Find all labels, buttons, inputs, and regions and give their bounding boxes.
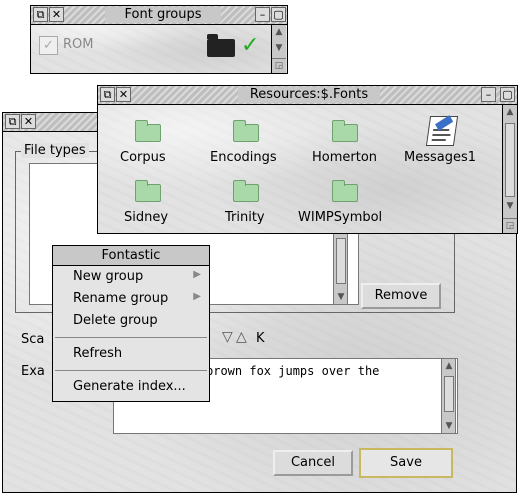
close-icon[interactable]: ✕ — [21, 114, 36, 129]
scroll-down-icon[interactable]: ▼ — [275, 43, 283, 53]
rom-label: ROM — [63, 37, 94, 52]
menu-separator — [55, 370, 207, 371]
scroll-thumb[interactable] — [336, 238, 346, 284]
folder-icon[interactable] — [332, 120, 358, 142]
resources-scrollbar[interactable]: ▲ ▼ ◲ — [502, 105, 517, 233]
check-mark-icon: ✓ — [241, 33, 260, 58]
menu-title: Fontastic — [53, 246, 209, 266]
example-text: brown fox jumps over the — [206, 364, 380, 378]
folder-label-sidney[interactable]: Sidney — [124, 210, 169, 225]
scroll-up-icon[interactable]: ▲ — [506, 107, 514, 117]
scroll-down-icon[interactable]: ▼ — [506, 201, 514, 211]
font-groups-scrollbar[interactable]: ▲ ▼ ◲ — [271, 25, 286, 73]
menu-item-new-group[interactable]: New group ▶ — [73, 269, 205, 284]
back-icon[interactable]: ⧉ — [5, 114, 20, 129]
fontastic-menu: Fontastic New group ▶ Rename group ▶ Del… — [52, 245, 210, 402]
back-icon[interactable]: ⧉ — [100, 87, 115, 102]
menu-item-refresh[interactable]: Refresh — [73, 346, 123, 361]
submenu-arrow-icon: ▶ — [193, 291, 201, 302]
toggle-size-icon[interactable]: ▢ — [271, 7, 286, 22]
font-groups-titlebar[interactable]: ⧉ ✕ Font groups – ▢ — [31, 6, 287, 25]
folder-icon[interactable] — [233, 120, 259, 142]
font-groups-window: ⧉ ✕ Font groups – ▢ ✓ ROM ✓ ▲ ▼ ◲ — [30, 5, 288, 74]
folder-icon[interactable] — [233, 180, 259, 202]
resize-icon[interactable]: ◲ — [272, 58, 286, 73]
file-label-messages1[interactable]: Messages1 — [404, 150, 477, 165]
resources-titlebar[interactable]: ⧉ ✕ Resources:$.Fonts – ▢ — [98, 86, 517, 105]
menu-item-label: Rename group — [73, 291, 169, 306]
cancel-button[interactable]: Cancel — [273, 450, 353, 476]
folder-label-encodings[interactable]: Encodings — [210, 150, 277, 165]
scale-label: Sca — [21, 332, 45, 347]
folder-icon[interactable] — [332, 180, 358, 202]
folder-label-trinity[interactable]: Trinity — [225, 210, 265, 225]
close-icon[interactable]: ✕ — [116, 87, 131, 102]
submenu-arrow-icon: ▶ — [193, 269, 201, 280]
folder-icon[interactable] — [135, 180, 161, 202]
font-folder-icon[interactable] — [207, 34, 235, 57]
scale-unit-label: K — [256, 331, 265, 346]
menu-item-rename-group[interactable]: Rename group ▶ — [73, 291, 205, 306]
menu-item-delete-group[interactable]: Delete group — [73, 313, 158, 328]
file-types-scrollbar[interactable]: ▼ — [333, 233, 348, 305]
example-scrollbar[interactable]: ▲ ▼ — [441, 358, 456, 434]
scroll-thumb[interactable] — [444, 376, 454, 412]
scroll-down-icon[interactable]: ▼ — [337, 292, 345, 302]
messages-file-icon[interactable] — [425, 115, 459, 146]
rom-checkbox[interactable]: ✓ — [39, 36, 58, 55]
iconise-icon[interactable]: – — [255, 7, 270, 22]
folder-icon[interactable] — [135, 120, 161, 142]
iconise-icon[interactable]: – — [481, 87, 496, 102]
folder-label-homerton[interactable]: Homerton — [312, 150, 378, 165]
remove-button[interactable]: Remove — [361, 283, 441, 309]
resources-window: ⧉ ✕ Resources:$.Fonts – ▢ Corpus Encodin… — [97, 85, 518, 234]
toggle-size-icon[interactable]: ▢ — [500, 87, 515, 102]
example-label: Exa — [21, 364, 45, 379]
resources-title: Resources:$.Fonts — [238, 87, 380, 103]
menu-item-label: New group — [73, 269, 144, 284]
menu-item-generate-index[interactable]: Generate index... — [73, 379, 186, 394]
file-types-label: File types — [21, 143, 89, 158]
resize-icon[interactable]: ◲ — [503, 218, 517, 233]
scroll-up-icon[interactable]: ▲ — [275, 27, 283, 37]
folder-label-wimpsymbol[interactable]: WIMPSymbol — [298, 210, 383, 225]
back-icon[interactable]: ⧉ — [33, 7, 48, 22]
scale-down-icon[interactable]: ▽ — [222, 329, 233, 345]
scroll-down-icon[interactable]: ▼ — [445, 421, 453, 431]
save-button[interactable]: Save — [359, 448, 453, 478]
folder-label-corpus[interactable]: Corpus — [120, 150, 166, 165]
menu-separator — [55, 337, 207, 338]
font-groups-title: Font groups — [105, 7, 221, 23]
scroll-up-icon[interactable]: ▲ — [445, 361, 453, 371]
scale-up-icon[interactable]: △ — [236, 329, 247, 345]
close-icon[interactable]: ✕ — [49, 7, 64, 22]
scroll-thumb[interactable] — [505, 123, 515, 197]
